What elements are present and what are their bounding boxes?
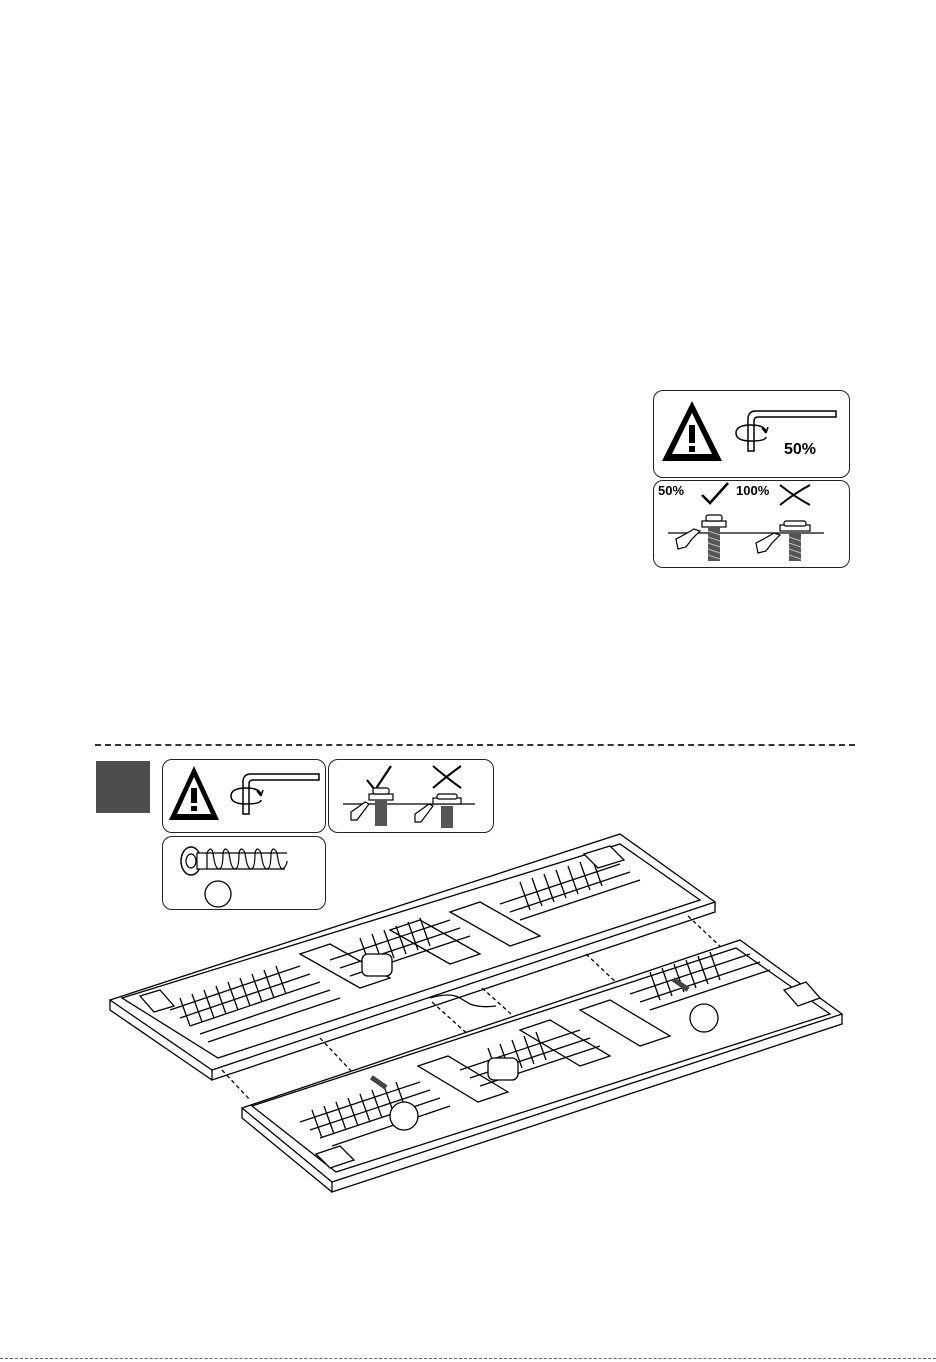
bolt-comparison-illustration (654, 509, 850, 567)
tightening-comparison-box: 50% 100% (653, 480, 850, 568)
checkmark-icon (700, 481, 730, 507)
panel-ref-badge-a (362, 954, 392, 976)
screw-ref-circle-left (390, 1102, 418, 1130)
torque-percent-label: 50% (784, 441, 816, 459)
allen-key-icon (225, 770, 323, 820)
step-number-badge (96, 761, 150, 813)
panel-ref-badge-b (488, 1058, 518, 1080)
page-bottom-rule (0, 1358, 936, 1359)
correct-percent-label: 50% (658, 483, 684, 498)
torque-warning-box: 50% (653, 390, 850, 478)
bench-assembly-diagram (100, 830, 850, 1200)
screw-ref-circle-right (690, 1004, 718, 1032)
bolt-comparison-illustration (329, 760, 493, 832)
step-warning-box (162, 759, 326, 833)
section-divider (95, 744, 855, 746)
warning-triangle-icon (660, 399, 724, 465)
cross-icon (778, 483, 812, 507)
incorrect-percent-label: 100% (736, 483, 769, 498)
warning-triangle-icon (167, 764, 221, 826)
step-comparison-box (328, 759, 494, 833)
